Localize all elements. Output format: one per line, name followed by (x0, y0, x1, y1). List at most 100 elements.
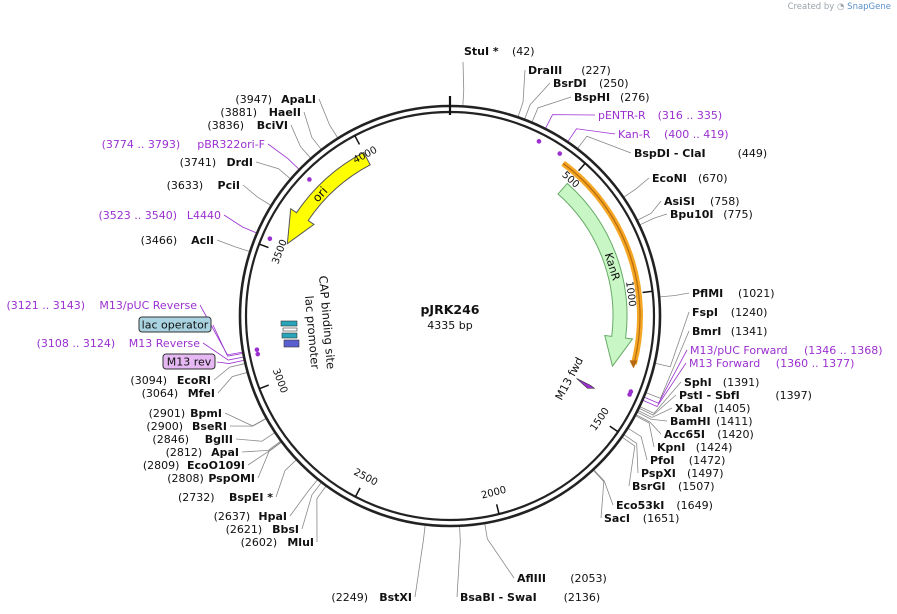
m13-rev-label-box (162, 353, 216, 370)
ori-feature-arrow (286, 151, 371, 245)
enzyme-pos-bamhi: (1411) (716, 415, 753, 428)
snapgene-credit: Created by ◔ SnapGene (788, 2, 891, 12)
enzyme-name-psti-sbfi: PstI - SbfI (679, 389, 740, 402)
enzyme-name-apali: ApaLI (281, 93, 316, 106)
enzyme-pos-fspi: (1240) (731, 306, 768, 319)
enzyme-name-bsrgi: BsrGI (632, 480, 665, 493)
credit-prefix: Created by (787, 2, 835, 12)
leader-line-acc65i (636, 414, 662, 435)
enzyme-pos-mlui: (2602) (241, 536, 278, 549)
enzyme-pos-afliii: (2053) (570, 572, 607, 585)
tick-label-1500: 1500 (589, 406, 612, 433)
enzyme-name-haeii: HaeII (269, 106, 301, 119)
leader-line-stui (462, 61, 465, 106)
enzyme-pos-apai: (2812) (166, 446, 203, 459)
primer-pos-m13-forward: (1360 .. 1377) (776, 357, 855, 370)
snapgene-logo-icon: ◔ (837, 2, 845, 12)
kan-highlight-line (562, 162, 641, 365)
enzyme-name-eco53ki: Eco53kI (616, 499, 664, 512)
leader-line-sphi (640, 381, 682, 414)
enzyme-name-apai: ApaI (211, 446, 239, 459)
enzyme-pos-bmri: (1341) (731, 325, 768, 338)
leader-line-bcivi (290, 124, 311, 159)
lac-region (280, 320, 300, 348)
leader-line-haeii (303, 111, 322, 150)
leader-line-pspomi (257, 442, 282, 479)
tick-mark-500 (578, 162, 586, 172)
enzyme-pos-draiii: (227) (581, 64, 611, 77)
lac-operator-label-box (138, 316, 212, 333)
enzyme-name-bamhi: BamHI (670, 415, 711, 428)
enzyme-name-mlui: MluI (287, 536, 314, 549)
enzyme-name-pspxi: PspXI (641, 467, 676, 480)
enzyme-name-pflmi: PflMI (692, 287, 723, 300)
lac-operator-label-text: lac operator (142, 319, 209, 332)
enzyme-pos-asisi: (758) (710, 195, 740, 208)
leader-line-eco53ki (593, 469, 614, 506)
primer-site-pentr-r (536, 139, 542, 144)
enzyme-pos-saci: (1651) (643, 512, 680, 525)
enzyme-name-drdi: DrdI (226, 156, 253, 169)
enzyme-pos-psti-sbfi: (1397) (775, 389, 812, 402)
kan-highlight-arrowhead (629, 360, 638, 369)
enzyme-name-pfoi: PfoI (650, 454, 675, 467)
leader-line-xbai (638, 407, 673, 418)
enzyme-name-ecoo109i: EcoO109I (187, 459, 245, 472)
leader-line-pfoi (628, 428, 648, 461)
tick-label-2500: 2500 (352, 467, 380, 489)
leader-line-saci (593, 470, 605, 519)
tick-mark-2500 (354, 487, 361, 498)
tick-mark-3500 (258, 243, 269, 249)
tick-mark-4000 (354, 135, 361, 145)
plasmid-name: pJRK246 (420, 302, 479, 317)
enzyme-pos-xbai: (1405) (714, 402, 751, 415)
primer-site-m13-reverse (255, 351, 261, 357)
enzyme-name-afliii: AflIII (517, 572, 546, 585)
leader-line-mfei (217, 372, 247, 394)
enzyme-pos-pspomi: (2808) (167, 472, 204, 485)
enzyme-name-acc65i: Acc65I (664, 428, 705, 441)
enzyme-name-bseri: BseRI (192, 420, 227, 433)
enzyme-pos-bpu10i: (775) (723, 208, 753, 221)
leader-line-drdi (255, 161, 291, 179)
primer-name-m13-puc-forward: M13/pUC Forward (690, 344, 788, 357)
enzyme-pos-kpni: (1424) (696, 441, 733, 454)
lac-operator-label-leader (212, 324, 243, 357)
enzyme-name-pspomi: PspOMI (208, 472, 255, 485)
enzyme-pos-pfoi: (1472) (689, 454, 726, 467)
lac-promoter-label: lac promoter (302, 295, 322, 370)
primer-leader-pbr322ori-f (267, 143, 299, 170)
enzyme-pos-pspxi: (1497) (687, 467, 724, 480)
tick-mark-1000 (642, 290, 653, 294)
leader-line-bpu10i (640, 213, 668, 226)
primer-pos-l4440: (3523 .. 3540) (98, 209, 177, 222)
enzyme-pos-ecori: (3094) (130, 374, 167, 387)
enzyme-pos-eco53ki: (1649) (676, 499, 713, 512)
primer-pos-m13-puc-reverse: (3121 .. 3143) (6, 299, 85, 312)
enzyme-pos-bpmi: (2901) (149, 407, 186, 420)
primer-site-pbr322ori-f (307, 177, 312, 182)
enzyme-pos-apali: (3947) (235, 93, 272, 106)
lac-operator-label: lac operator (138, 316, 212, 333)
credit-brand: SnapGene (847, 2, 891, 12)
enzyme-pos-bseri: (2900) (146, 420, 183, 433)
leader-line-bglii (235, 432, 275, 442)
enzyme-pos-haeii: (3881) (220, 106, 257, 119)
tick-mark-1500 (609, 425, 619, 433)
enzyme-pos-econi: (670) (698, 172, 728, 185)
enzyme-name-bsrdi: BsrDI (553, 77, 587, 90)
leader-line-bstxi (414, 525, 426, 598)
enzyme-pos-bcivi: (3836) (207, 119, 244, 132)
primer-pos-kan-r: (400 .. 419) (664, 128, 729, 141)
leader-line-hpai (289, 479, 318, 517)
enzyme-pos-pflmi: (1021) (738, 287, 775, 300)
leader-line-ecori (213, 363, 245, 381)
enzyme-name-bspei: BspEI * (229, 491, 273, 504)
leader-line-econi (623, 177, 650, 198)
enzyme-name-bpu10i: Bpu10I (670, 208, 714, 221)
enzyme-name-mfei: MfeI (188, 387, 215, 400)
leader-line-fspi (655, 311, 690, 368)
features-layer (254, 139, 643, 397)
